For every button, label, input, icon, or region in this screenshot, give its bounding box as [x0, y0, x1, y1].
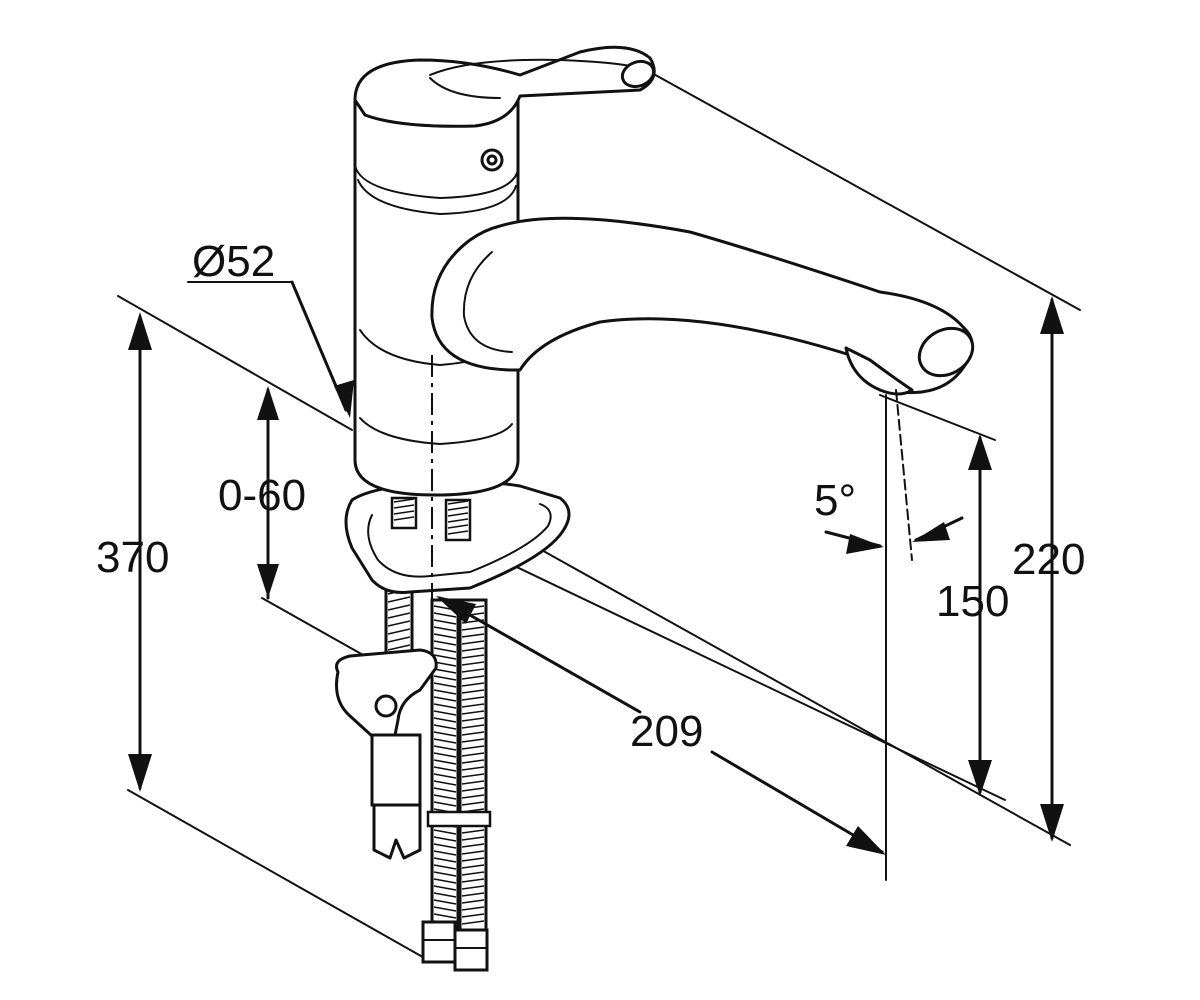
dim-209-line	[436, 596, 886, 855]
spout	[430, 216, 975, 396]
dim-5-degree	[824, 389, 964, 561]
lever-handle	[353, 45, 656, 128]
dim-label-deck-thickness: 0-60	[218, 471, 306, 520]
dim-label-diameter: Ø52	[192, 237, 275, 286]
dim-150-line	[968, 434, 992, 796]
dim-diameter-leader	[187, 280, 354, 418]
supply-hoses	[421, 598, 492, 972]
dim-label-overall-height: 220	[1012, 535, 1085, 584]
dim-label-spout-angle: 5°	[814, 476, 856, 525]
dim-220-line	[1040, 296, 1064, 842]
dim-label-spout-reach: 209	[630, 707, 703, 756]
dim-0-60-line	[257, 386, 279, 600]
extension-lines	[117, 71, 1081, 961]
base-plate	[344, 479, 571, 594]
dim-label-total-height: 370	[96, 533, 169, 582]
dim-370-line	[128, 312, 152, 792]
dim-label-outlet-height: 150	[936, 577, 1009, 626]
